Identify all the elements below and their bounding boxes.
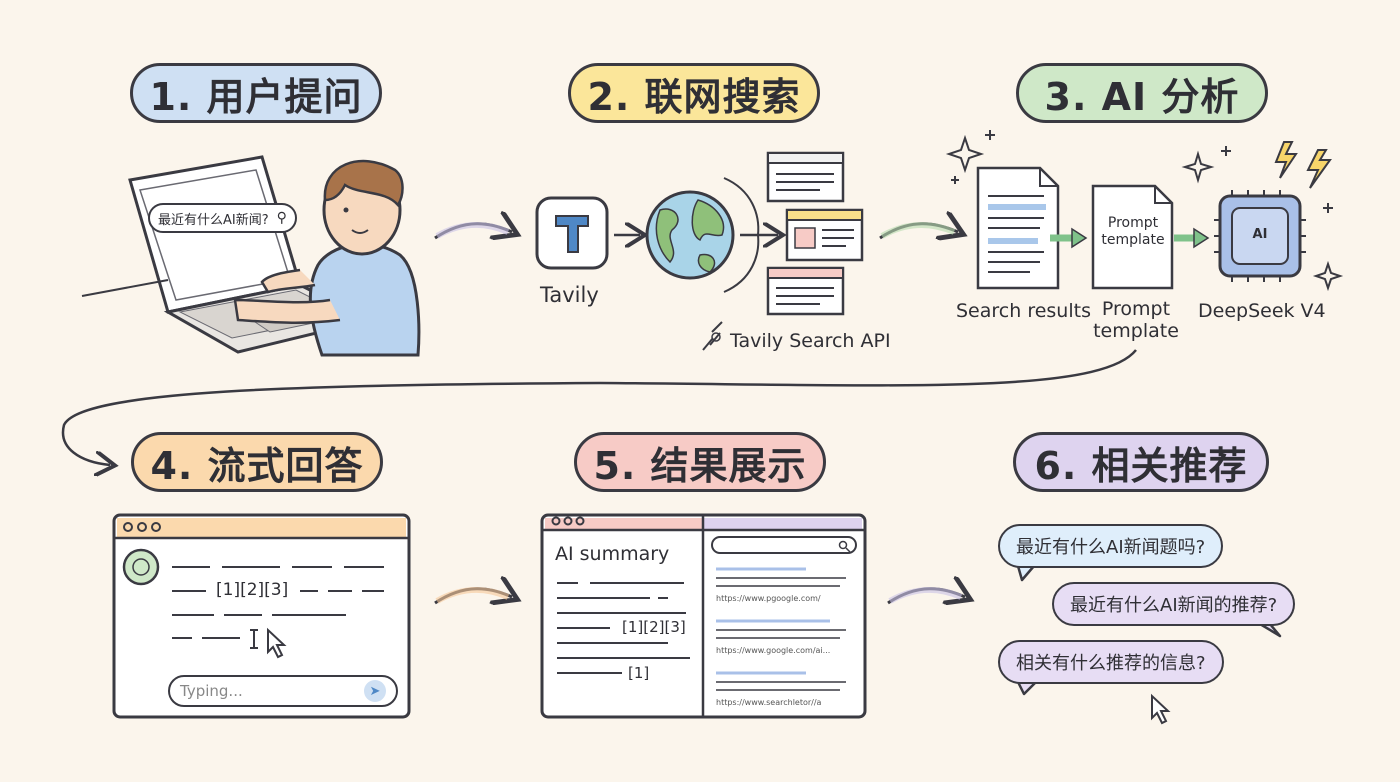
- send-icon[interactable]: ➤: [364, 680, 386, 702]
- suggestion-bubble[interactable]: 最近有什么AI新闻题吗?: [998, 524, 1224, 568]
- typing-placeholder: Typing...: [180, 682, 243, 700]
- search-result-card: [785, 208, 864, 262]
- prompt-template-label: Prompt template: [1093, 298, 1179, 342]
- result-url[interactable]: https://www.pgoogle.com/: [716, 594, 821, 603]
- sparkle-icon: [945, 130, 1344, 292]
- model-label: DeepSeek V4: [1198, 300, 1326, 322]
- summary-citation-b: [1]: [628, 664, 650, 682]
- search-result-card: [766, 266, 845, 316]
- globe-icon: [645, 190, 735, 280]
- search-results-document: [976, 166, 1060, 290]
- result-window: [540, 513, 867, 719]
- result-url[interactable]: https://www.searchletor//a: [716, 698, 822, 707]
- search-icon: ⚲: [276, 210, 287, 226]
- suggestion-bubble[interactable]: 相关有什么推荐的信息?: [998, 640, 1224, 684]
- search-results-label: Search results: [956, 300, 1091, 322]
- result-url[interactable]: https://www.google.com/ai...: [716, 646, 831, 655]
- cursor-icon: [267, 627, 287, 659]
- tavily-logo: [535, 196, 609, 270]
- step-5-pill: 5. 结果展示: [574, 432, 826, 492]
- typing-input[interactable]: Typing... ➤: [168, 675, 398, 707]
- arrow-3-4: [61, 349, 1137, 465]
- cursor-icon: [1151, 693, 1171, 725]
- chip-text: AI: [1252, 227, 1268, 242]
- chat-citation: [1][2][3]: [216, 580, 289, 600]
- plug-icon: [702, 321, 723, 351]
- step-1-pill: 1. 用户提问: [130, 63, 382, 123]
- prompt-card-text: Prompt template: [1101, 215, 1165, 248]
- step-2-pill: 2. 联网搜索: [568, 63, 820, 123]
- tavily-label: Tavily: [540, 283, 599, 307]
- step-3-pill: 3. AI 分析: [1016, 63, 1268, 123]
- suggestion-bubble[interactable]: 最近有什么AI新闻的推荐?: [1052, 582, 1296, 626]
- step-6-pill: 6. 相关推荐: [1013, 432, 1269, 492]
- tavily-api-label: Tavily Search API: [730, 330, 891, 352]
- query-search-box: 最近有什么AI新闻? ⚲: [148, 203, 297, 233]
- search-result-card: [766, 151, 845, 203]
- person-illustration: [233, 159, 421, 357]
- lightning-icon: [1274, 141, 1332, 189]
- prompt-template-document: [1091, 184, 1174, 290]
- ai-chip-icon: [1214, 190, 1306, 282]
- query-text: 最近有什么AI新闻?: [158, 212, 269, 228]
- step-4-pill: 4. 流式回答: [131, 432, 383, 492]
- summary-title: AI summary: [555, 543, 670, 565]
- chat-window: [112, 513, 411, 719]
- summary-citation-a: [1][2][3]: [622, 618, 686, 636]
